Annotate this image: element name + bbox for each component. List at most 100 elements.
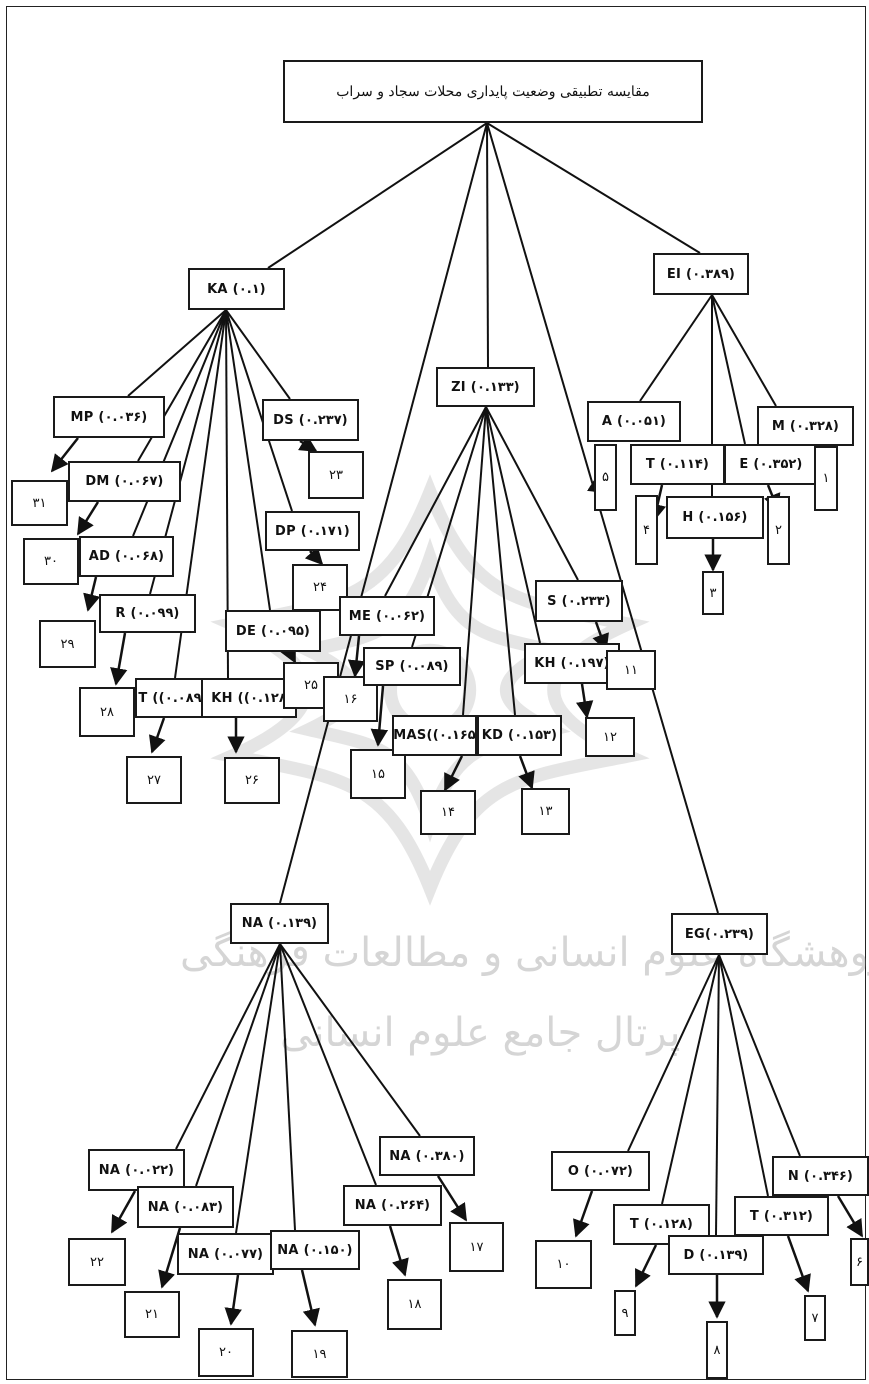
- node-ad: AD (۰.۰۶۸): [79, 536, 174, 577]
- connector-line: [279, 122, 488, 904]
- arrow-connector: [76, 501, 100, 536]
- arrow-connector: [280, 643, 297, 664]
- node-r: R (۰.۰۹۹): [99, 594, 196, 633]
- node-sp: SP (۰.۰۸۹): [363, 647, 461, 686]
- node-s: S (۰.۲۳۳): [535, 580, 623, 622]
- node-eg: EG(۰.۲۳۹): [671, 913, 768, 955]
- node-na-3: NA (۰.۰۷۷): [177, 1233, 274, 1275]
- connector-line: [279, 943, 296, 1231]
- connector-line: [384, 406, 487, 597]
- outcome-1: ۱: [814, 446, 838, 511]
- node-n: N (۰.۳۴۶): [772, 1156, 869, 1196]
- node-de: DE (۰.۰۹۵): [225, 610, 321, 652]
- arrow-connector: [634, 1244, 658, 1288]
- connector-line: [279, 943, 377, 1186]
- node-t-eg-1: T (۰.۱۲۸): [613, 1204, 710, 1245]
- arrow-connector: [148, 717, 166, 754]
- node-kh-zi: KH (۰.۱۹۷): [524, 643, 620, 684]
- outcome-21: ۲۱: [124, 1291, 180, 1338]
- connector-line: [225, 309, 271, 611]
- node-m: M (۰.۳۲۸): [757, 406, 854, 446]
- outcome-3: ۳: [702, 571, 724, 615]
- connector-line: [486, 122, 489, 368]
- connector-line: [715, 954, 720, 1236]
- connector-line: [137, 309, 227, 462]
- connector-line: [718, 954, 801, 1157]
- connector-line: [639, 294, 713, 402]
- node-t-eg-2: T (۰.۳۱۲): [734, 1196, 829, 1236]
- outcome-31: ۳۱: [11, 480, 68, 526]
- arrow-connector: [436, 1175, 468, 1222]
- diagram-title: مقایسه تطبیقی وضعیت پایداری محلات سجاد و…: [283, 60, 703, 123]
- node-a: A (۰.۰۵۱): [587, 401, 681, 442]
- node-t-ei: T (۰.۱۱۴): [630, 444, 725, 485]
- outcome-22: ۲۲: [68, 1238, 126, 1286]
- connector-line: [627, 954, 720, 1152]
- node-kd: KD (۰.۱۵۳): [477, 715, 562, 756]
- outcome-20: ۲۰: [198, 1328, 254, 1377]
- outcome-5: ۵: [594, 444, 617, 511]
- connector-line: [486, 122, 719, 914]
- arrow-connector: [83, 576, 101, 612]
- node-me: ME (۰.۰۶۲): [339, 596, 435, 636]
- connector-line: [267, 122, 488, 269]
- node-zi: ZI (۰.۱۳۳): [436, 367, 535, 407]
- connector-line: [127, 309, 227, 397]
- node-o: O (۰.۰۷۲): [551, 1151, 650, 1191]
- arrow-connector: [304, 546, 324, 566]
- arrow-connector: [300, 1269, 320, 1327]
- node-na-1: NA (۰.۰۲۲): [88, 1149, 185, 1191]
- diagram-frame: [6, 6, 866, 1380]
- connector-line: [718, 954, 769, 1197]
- outcome-7: ۷: [804, 1295, 826, 1341]
- connector-line: [235, 943, 281, 1234]
- outcome-29: ۲۹: [39, 620, 96, 668]
- arrow-connector: [573, 1190, 594, 1238]
- arrow-connector: [110, 632, 128, 686]
- connector-line: [279, 943, 421, 1137]
- node-na: NA (۰.۱۳۹): [230, 903, 329, 944]
- node-na-5: NA (۰.۲۶۴): [343, 1185, 442, 1226]
- outcome-14: ۱۴: [420, 790, 476, 835]
- arrow-connector: [575, 683, 594, 719]
- outcome-4: ۴: [635, 495, 658, 565]
- node-mas: MAS((۰.۱۶۵: [392, 715, 477, 756]
- outcome-10: ۱۰: [535, 1240, 592, 1289]
- arrow-connector: [50, 437, 79, 473]
- connector-line: [485, 406, 516, 716]
- outcome-30: ۳۰: [23, 538, 79, 585]
- connector-line: [661, 954, 720, 1205]
- node-ei: EI (۰.۳۸۹): [653, 253, 749, 295]
- arrow-connector: [347, 635, 366, 678]
- connector-line: [462, 406, 487, 716]
- node-e: E (۰.۳۵۲): [724, 444, 818, 485]
- outcome-12: ۱۲: [585, 717, 635, 757]
- node-na-6: NA (۰.۳۸۰): [379, 1136, 475, 1176]
- arrow-connector: [786, 1235, 811, 1293]
- arrow-connector: [110, 1190, 137, 1234]
- node-dp: DP (۰.۱۷۱): [265, 511, 360, 551]
- connector-line: [195, 943, 281, 1187]
- connector-line: [486, 122, 701, 254]
- outcome-8: ۸: [706, 1321, 728, 1379]
- node-t-ka: T ((۰.۰۸۹: [135, 678, 205, 718]
- node-d: D (۰.۱۳۹): [668, 1235, 764, 1275]
- outcome-26: ۲۶: [224, 757, 280, 804]
- arrow-connector: [443, 755, 464, 792]
- arrow-connector: [298, 435, 318, 453]
- connector-line: [175, 943, 281, 1150]
- node-ds: DS (۰.۲۳۷): [262, 399, 359, 441]
- arrow-connector: [370, 685, 389, 747]
- outcome-15: ۱۵: [350, 749, 406, 799]
- outcome-27: ۲۷: [126, 756, 182, 804]
- arrow-connector: [836, 1195, 864, 1238]
- node-mp: MP (۰.۰۳۶): [53, 396, 165, 438]
- connector-line: [225, 309, 293, 512]
- outcome-18: ۱۸: [387, 1279, 442, 1330]
- outcome-23: ۲۳: [308, 451, 364, 499]
- node-na-2: NA (۰.۰۸۳): [137, 1186, 234, 1228]
- arrow-connector: [224, 1274, 242, 1326]
- connector-line: [711, 294, 777, 407]
- arrow-connector: [518, 755, 535, 790]
